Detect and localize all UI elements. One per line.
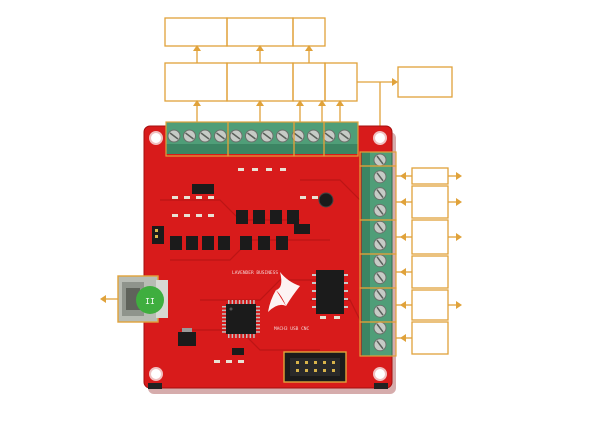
arrow-up-icon — [256, 100, 264, 106]
screw-icon — [183, 129, 196, 143]
arrow-up-icon — [256, 45, 264, 51]
screw-icon — [373, 153, 387, 167]
arrow-left-icon — [100, 295, 106, 303]
usb-annotation — [100, 295, 118, 303]
pcb-board: LAVENDER BUSINESS MACH3 USB CNC — [143, 121, 397, 394]
idc-header — [283, 351, 347, 383]
screw-icon — [373, 287, 387, 301]
arrow-up-icon — [193, 100, 201, 106]
screw-icon — [373, 271, 387, 285]
arrow-up-icon — [296, 100, 304, 106]
screw-icon — [373, 304, 387, 318]
annotation-box — [411, 219, 449, 255]
pcb-model-label: MACH3 USB CNC — [274, 326, 310, 332]
arrow-left-icon — [400, 268, 406, 276]
arrow-right-icon — [456, 198, 462, 206]
annotation-box — [226, 62, 294, 102]
optocoupler-row-lower — [170, 236, 230, 250]
mounting-holes — [149, 131, 387, 381]
right-terminal-block — [359, 151, 397, 357]
ic-chip — [316, 270, 344, 314]
annotation-box — [397, 66, 453, 98]
screw-icon — [229, 129, 243, 143]
annotation-box — [292, 17, 326, 47]
screw-icon — [214, 129, 227, 143]
screw-icon — [260, 129, 274, 143]
arrow-right-icon — [456, 301, 462, 309]
right-annotations — [396, 167, 458, 355]
annotation-box — [164, 17, 228, 47]
arrow-left-icon — [400, 301, 406, 309]
screw-icon — [322, 129, 336, 143]
screw-icon — [373, 338, 387, 352]
crystal — [232, 348, 244, 355]
arrow-up-icon — [305, 45, 313, 51]
screw-icon — [373, 321, 387, 335]
annotation-box — [411, 167, 449, 185]
right-arrowheads — [400, 172, 462, 342]
annotation-box — [411, 289, 449, 321]
arrow-up-icon — [336, 100, 344, 106]
screw-icon — [245, 129, 258, 143]
usb-badge — [136, 286, 164, 314]
screw-icon — [291, 129, 305, 143]
optocoupler-row-upper — [236, 210, 299, 250]
screw-icon — [373, 237, 387, 251]
capacitor — [318, 192, 334, 208]
pcb-brand-label: LAVENDER BUSINESS — [232, 270, 278, 276]
arrow-left-icon — [400, 198, 406, 206]
screw-icon — [276, 129, 289, 143]
arrow-up-icon — [193, 45, 201, 51]
arrow-left-icon — [400, 334, 406, 342]
ic-chip — [192, 184, 214, 194]
annotation-box — [292, 62, 326, 102]
screw-icon — [373, 254, 387, 268]
dove-logo — [268, 272, 300, 312]
top-annotations — [164, 17, 453, 150]
usb-connector-icon: II — [117, 275, 168, 323]
microcontroller-chip — [222, 300, 260, 338]
annotation-box — [411, 321, 449, 355]
annotation-box — [164, 62, 228, 102]
screw-icon — [307, 129, 320, 143]
voltage-regulator — [178, 332, 196, 346]
arrow-up-icon — [318, 100, 326, 106]
arrow-right-icon — [456, 233, 462, 241]
annotation-box — [226, 17, 294, 47]
screw-icon — [167, 129, 181, 143]
top-terminal-block — [165, 121, 359, 157]
annotation-box — [324, 62, 358, 102]
annotation-box — [411, 185, 449, 219]
screw-icon — [373, 187, 387, 201]
pcb-substrate — [143, 125, 393, 389]
arrow-left-icon — [400, 233, 406, 241]
ic-chip — [294, 224, 310, 234]
screw-icon — [198, 129, 212, 143]
arrow-left-icon — [400, 172, 406, 180]
screw-icon — [373, 203, 387, 217]
top-arrowheads — [193, 45, 398, 106]
annotation-box — [411, 255, 449, 289]
screw-icon — [338, 129, 351, 143]
screw-icon — [373, 220, 387, 234]
screw-icon — [373, 170, 387, 184]
smd-components — [172, 168, 340, 363]
usb-badge-text: II — [145, 297, 155, 306]
arrow-right-icon — [392, 78, 398, 86]
arrow-right-icon — [456, 172, 462, 180]
